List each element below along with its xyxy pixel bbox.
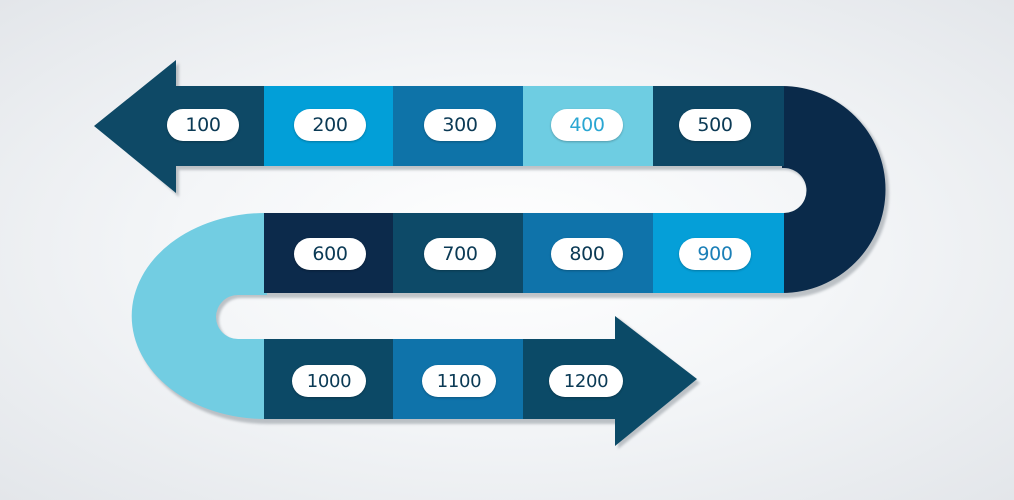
right-turn <box>782 86 886 293</box>
step-label-1200: 1200 <box>549 365 623 397</box>
step-label-800: 800 <box>551 238 623 270</box>
step-label-600: 600 <box>294 238 366 270</box>
step-label-700: 700 <box>424 238 496 270</box>
step-label-1100: 1100 <box>422 365 496 397</box>
step-label-200: 200 <box>294 109 366 141</box>
step-label-400: 400 <box>551 109 623 141</box>
step-label-500: 500 <box>679 109 751 141</box>
step-label-900: 900 <box>679 238 751 270</box>
left-turn <box>131 213 267 419</box>
step-label-100: 100 <box>167 109 239 141</box>
step-label-1000: 1000 <box>292 365 366 397</box>
step-label-300: 300 <box>424 109 496 141</box>
